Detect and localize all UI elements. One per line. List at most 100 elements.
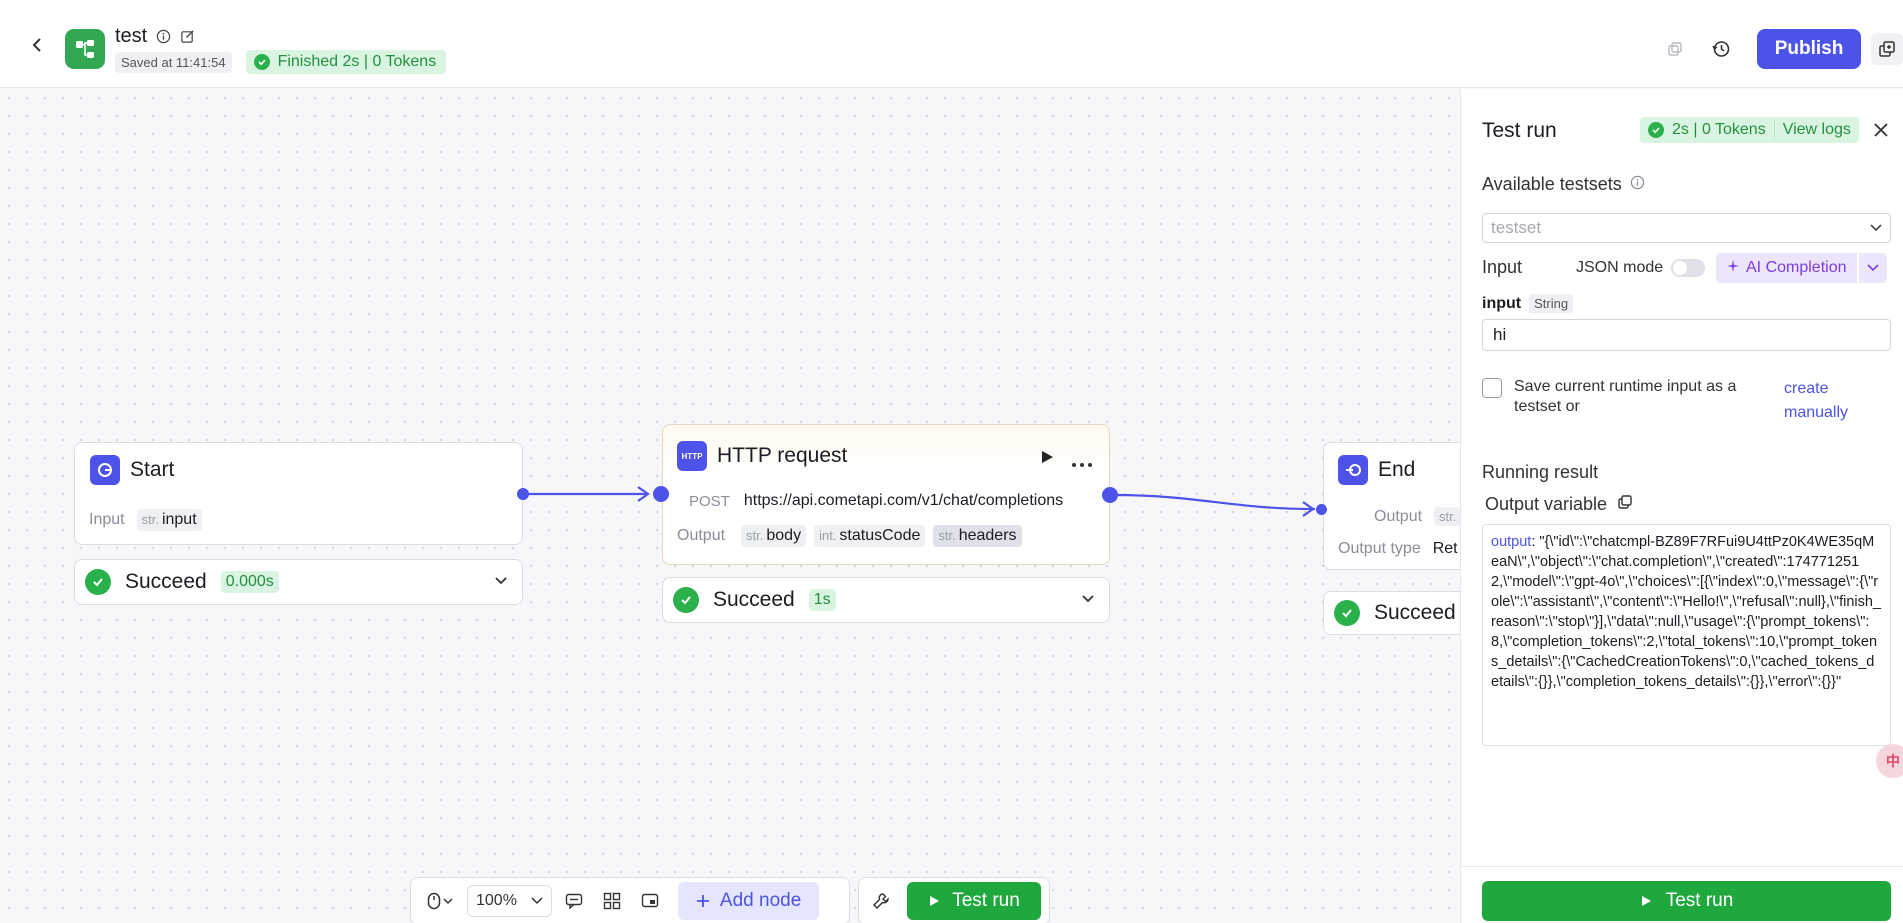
start-node[interactable]: Start Input str.input (74, 442, 523, 545)
add-node-button[interactable]: Add node (677, 882, 820, 920)
mouse-mode-icon[interactable] (419, 885, 461, 917)
output-key: output (1491, 534, 1532, 550)
input-value-field[interactable] (1482, 319, 1891, 351)
testset-placeholder: testset (1491, 218, 1542, 237)
http-output-tag: str.body (741, 525, 807, 547)
output-value: : "{\"id\":\"chatcmpl-BZ89F7RFui9U4ttPz0… (1491, 534, 1881, 690)
play-icon[interactable] (1040, 450, 1054, 469)
workflow-logo-icon (65, 29, 105, 69)
http-output-port[interactable] (1102, 487, 1118, 503)
end-status-text: Succeed (1374, 601, 1456, 624)
ai-completion-dropdown[interactable] (1858, 253, 1887, 283)
http-url: https://api.cometapi.com/v1/chat/complet… (743, 492, 1064, 509)
start-input-label: Input (89, 511, 125, 528)
http-status-card[interactable]: Succeed 1s (662, 577, 1110, 623)
output-value-box: output: "{\"id\":\"chatcmpl-BZ89F7RFui9U… (1482, 524, 1891, 746)
start-input-tag: str.input (136, 509, 202, 531)
info-icon[interactable] (1630, 174, 1645, 195)
copy-icon[interactable] (1617, 494, 1633, 515)
copy-icon[interactable] (1657, 31, 1693, 67)
testset-select[interactable]: testset (1482, 213, 1891, 243)
panel-run-stat: 2s | 0 Tokens View logs (1640, 117, 1859, 143)
end-output-tag: str. (1434, 507, 1462, 526)
input-name: input (1482, 294, 1522, 312)
run-status-text: Finished 2s | 0 Tokens (277, 53, 437, 70)
edit-icon[interactable] (179, 29, 195, 45)
test-run-button-label: Test run (1665, 890, 1734, 911)
info-icon[interactable] (155, 29, 171, 45)
run-toolbar: Test run (858, 877, 1050, 923)
zoom-value: 100% (476, 892, 517, 909)
end-input-port[interactable] (1316, 504, 1327, 515)
check-circle-icon (253, 54, 270, 70)
test-run-toolbar-label: Test run (952, 890, 1020, 911)
input-heading: Input (1482, 257, 1523, 277)
save-testset-checkbox[interactable] (1482, 378, 1502, 398)
success-check-icon (85, 569, 111, 595)
test-run-toolbar-button[interactable]: Test run (907, 882, 1041, 920)
json-mode-label: JSON mode (1576, 259, 1664, 276)
ai-completion-label: AI Completion (1746, 259, 1847, 276)
start-time-badge: 0.000s (220, 571, 279, 593)
comment-icon[interactable] (558, 885, 590, 917)
input-field-label: input String (1482, 294, 1574, 313)
json-mode-control: JSON mode (1576, 259, 1706, 277)
end-node-icon (1338, 455, 1368, 485)
http-icon: HTTP (677, 441, 707, 471)
back-icon[interactable] (26, 34, 48, 56)
start-status-card[interactable]: Succeed 0.000s (74, 559, 523, 605)
more-icon[interactable] (1071, 455, 1093, 473)
http-output-tag: str.headers (933, 525, 1022, 547)
running-result-heading: Running result (1482, 462, 1599, 482)
zoom-select[interactable]: 100% (467, 885, 552, 917)
json-mode-toggle[interactable] (1671, 259, 1706, 277)
translate-icon[interactable]: 中 (1876, 744, 1903, 778)
view-logs-link[interactable]: View logs (1773, 121, 1851, 139)
success-check-icon (673, 587, 699, 613)
sparkle-icon (1726, 259, 1740, 278)
header: test Saved at 11:41:54 Finished 2s | 0 T… (0, 0, 1903, 88)
end-output-type-value: Ret (1432, 540, 1458, 557)
history-icon[interactable] (1703, 31, 1739, 67)
http-input-port[interactable] (653, 486, 669, 502)
layout-icon[interactable] (596, 885, 628, 917)
connection-lines (523, 486, 1316, 517)
panel-run-stat-text: 2s | 0 Tokens (1672, 121, 1766, 138)
workflow-canvas[interactable]: Start Input str.input Succeed 0.000s HTT… (0, 89, 1523, 923)
add-node-label: Add node (719, 890, 802, 911)
chevron-down-icon[interactable] (494, 573, 508, 591)
chevron-down-icon[interactable] (1081, 591, 1095, 609)
start-node-title: Start (130, 458, 175, 481)
publish-button[interactable]: Publish (1757, 29, 1861, 69)
minimap-icon[interactable] (634, 885, 666, 917)
duplicate-icon[interactable] (1871, 33, 1903, 65)
test-run-button[interactable]: Test run (1482, 881, 1891, 921)
http-time-badge: 1s (808, 589, 836, 611)
wrench-icon[interactable] (863, 885, 899, 917)
run-status-badge: Finished 2s | 0 Tokens (245, 50, 447, 74)
http-method: POST (689, 492, 730, 510)
test-run-panel: Test run 2s | 0 Tokens View logs Availab… (1460, 89, 1903, 923)
save-testset-row: Save current runtime input as a testset … (1482, 377, 1864, 425)
close-icon[interactable] (1869, 118, 1893, 142)
http-output-tag: int.statusCode (814, 525, 926, 547)
http-request-node[interactable]: HTTP HTTP request POST https://api.comet… (662, 424, 1110, 565)
ai-completion-button[interactable]: AI Completion (1716, 253, 1857, 283)
panel-footer (1461, 866, 1903, 923)
available-testsets-label: Available testsets (1482, 174, 1622, 194)
canvas-toolbar: 100% Add node (410, 877, 850, 923)
start-output-port[interactable] (517, 488, 529, 500)
workflow-title: test (115, 25, 148, 47)
output-variable-label: Output variable (1485, 494, 1608, 514)
ai-completion-control: AI Completion (1716, 253, 1887, 283)
end-output-type-label: Output type (1338, 540, 1421, 557)
create-manually-link[interactable]: create manually (1784, 380, 1849, 421)
panel-title: Test run (1482, 119, 1557, 142)
http-status-text: Succeed (713, 588, 795, 611)
end-node-title: End (1378, 458, 1416, 481)
check-circle-icon (1648, 122, 1664, 138)
save-testset-text: Save current runtime input as a testset … (1514, 378, 1737, 415)
saved-timestamp: Saved at 11:41:54 (115, 51, 232, 73)
output-variable-heading: Output variable (1485, 494, 1633, 515)
start-status-text: Succeed (125, 570, 207, 593)
